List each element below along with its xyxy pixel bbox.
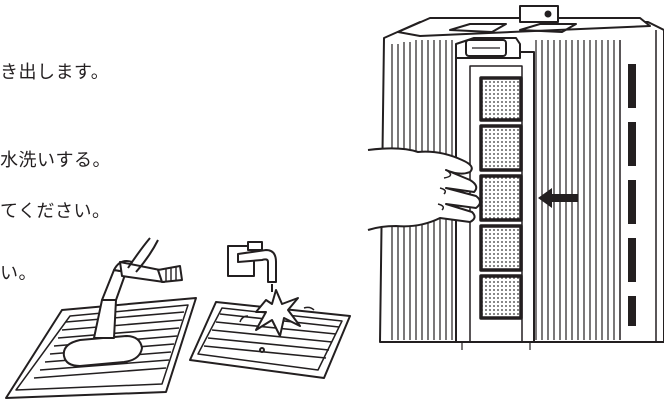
hand-icon: [368, 148, 480, 230]
top-handle: [520, 6, 558, 22]
washing-illustration: [190, 242, 350, 378]
faucet-icon: [228, 242, 276, 292]
air-purifier-illustration: [368, 6, 664, 350]
filter-cells: [481, 78, 521, 318]
vacuum-filter-illustration: [6, 238, 196, 398]
